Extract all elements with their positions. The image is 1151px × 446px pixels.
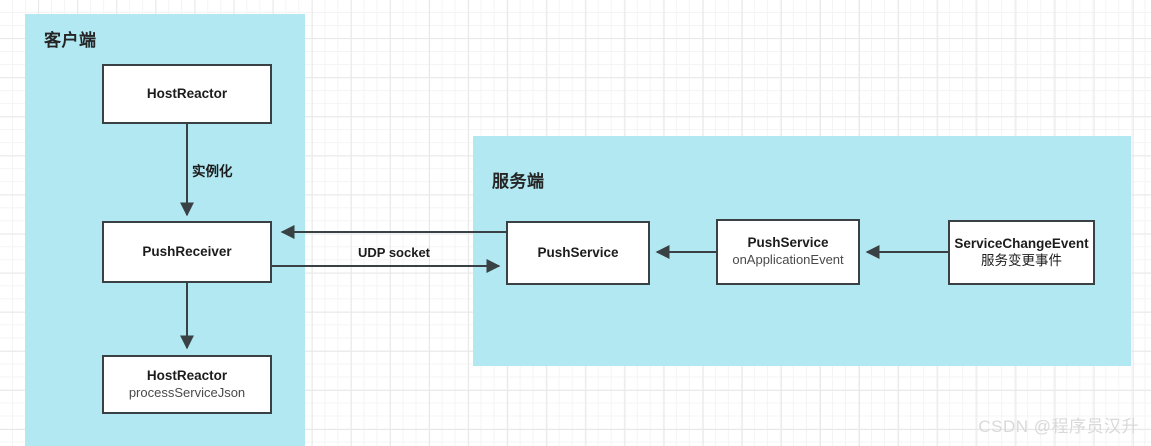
csdn-watermark: CSDN @程序员汉升 [978, 417, 1139, 436]
node-host-reactor-process-title: HostReactor [146, 367, 228, 383]
node-push-service-title: PushService [537, 244, 619, 260]
node-push-receiver[interactable]: PushReceiver [102, 221, 272, 283]
node-host-reactor-process-subtitle: processServiceJson [128, 384, 246, 400]
node-push-service-on-application-event[interactable]: PushService onApplicationEvent [716, 219, 860, 285]
node-push-service-event-subtitle: onApplicationEvent [732, 252, 844, 268]
edge-label-instantiate: 实例化 [192, 164, 233, 179]
node-host-reactor-process-service-json[interactable]: HostReactor processServiceJson [102, 355, 272, 414]
node-push-receiver-title: PushReceiver [142, 243, 232, 259]
node-service-change-event-title: ServiceChangeEvent [954, 235, 1089, 251]
node-service-change-event-subtitle: 服务变更事件 [981, 252, 1062, 268]
node-push-service-event-title: PushService [747, 235, 829, 251]
node-host-reactor-title: HostReactor [146, 85, 228, 101]
node-host-reactor[interactable]: HostReactor [102, 64, 272, 124]
edge-label-udp-socket: UDP socket [358, 245, 431, 260]
server-panel-title: 服务端 [492, 172, 545, 191]
node-push-service[interactable]: PushService [506, 221, 650, 285]
client-panel-title: 客户端 [44, 31, 97, 50]
node-service-change-event[interactable]: ServiceChangeEvent 服务变更事件 [948, 220, 1095, 285]
